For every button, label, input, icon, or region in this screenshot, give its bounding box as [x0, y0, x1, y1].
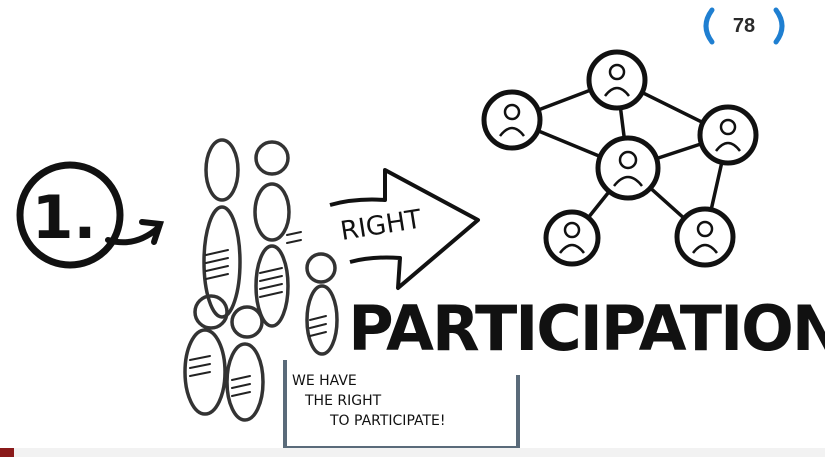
curved-arrow-icon [105, 219, 165, 246]
title: PARTICIPATION [348, 292, 825, 365]
progress-bar-accent [0, 448, 14, 457]
note-line-2: THE RIGHT [304, 393, 382, 409]
step-number: 1. [32, 183, 97, 253]
slide-number-badge: 78 [694, 6, 794, 46]
network-icon [481, 49, 759, 268]
note-line-1: WE HAVE [292, 373, 357, 389]
big-arrow-icon [329, 168, 480, 290]
note-box: WE HAVE THE RIGHT TO PARTICIPATE! [283, 360, 520, 450]
slide-number-badge-frame [703, 7, 785, 45]
progress-bar [0, 448, 825, 457]
arrow-label: RIGHT [338, 205, 423, 247]
slide-number: 78 [732, 15, 756, 37]
people-group-icon [183, 138, 339, 422]
circled-number-icon: 1. [16, 161, 124, 269]
note-line-3: TO PARTICIPATE! [329, 413, 446, 429]
